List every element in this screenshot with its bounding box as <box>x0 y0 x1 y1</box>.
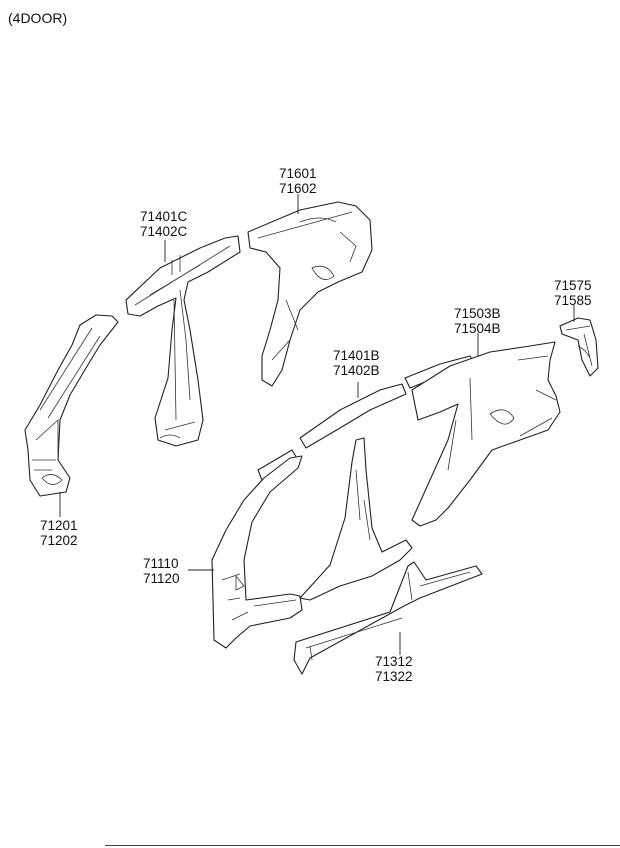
callout-pillar-a-inner-2: 71202 <box>40 533 78 548</box>
callout-quarter-inner-2: 71602 <box>279 181 317 196</box>
side-outer-front-part <box>211 437 413 649</box>
callout-quarter-inner-1: 71601 <box>279 166 317 181</box>
quarter-outer-part <box>411 341 561 527</box>
rear-bracket-part <box>559 317 599 377</box>
callout-roof-rail-outer-2: 71402B <box>333 363 380 378</box>
center-pillar-inner-part <box>125 235 241 447</box>
callout-pillar-b-inner-1: 71401C <box>140 209 188 224</box>
callout-pillar-a-inner-1: 71201 <box>40 518 78 533</box>
callout-quarter-outer-2: 71504B <box>454 321 501 336</box>
callout-sill-reinforcement-1: 71312 <box>375 654 413 669</box>
callout-bracket-rear-2: 71585 <box>554 293 592 308</box>
callout-sill-reinforcement-2: 71322 <box>375 669 413 684</box>
callout-roof-rail-outer-1: 71401B <box>333 348 380 363</box>
footer-divider <box>105 845 620 846</box>
callout-side-outer-front-1: 71110 <box>143 556 179 571</box>
sill-reinforcement-part <box>293 561 483 675</box>
front-pillar-inner-part <box>24 314 119 497</box>
callout-bracket-rear-1: 71575 <box>554 278 592 293</box>
callout-quarter-outer-1: 71503B <box>454 306 501 321</box>
variant-label: (4DOOR) <box>8 10 68 26</box>
quarter-inner-part <box>247 201 373 387</box>
callout-side-outer-front-2: 71120 <box>143 571 180 586</box>
callout-pillar-b-inner-2: 71402C <box>140 224 188 239</box>
